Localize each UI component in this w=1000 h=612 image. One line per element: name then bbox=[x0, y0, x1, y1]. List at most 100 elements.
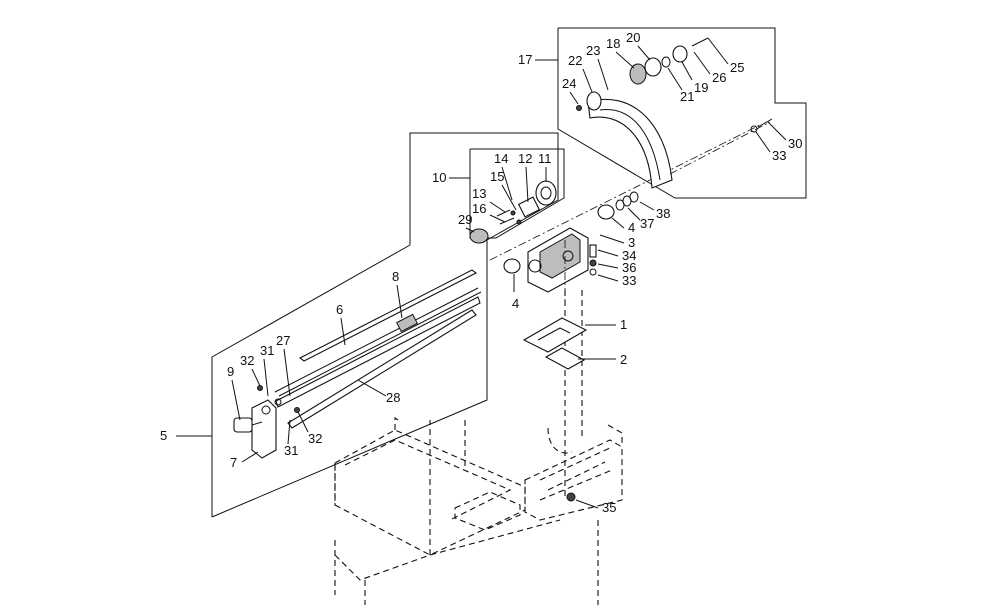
part-8-leadscrew bbox=[274, 287, 482, 397]
leader-line-c24 bbox=[569, 91, 579, 105]
callout-c1: 1 bbox=[620, 317, 627, 332]
leader-line-c35 bbox=[575, 499, 599, 509]
group-10-outline bbox=[469, 148, 565, 239]
callout-c7: 7 bbox=[230, 455, 237, 470]
callout-c16: 16 bbox=[472, 201, 486, 216]
leader-line-c20 bbox=[637, 45, 651, 61]
callout-c30: 30 bbox=[788, 136, 802, 151]
callout-c21: 21 bbox=[680, 89, 694, 104]
leader-line-c29 bbox=[465, 227, 475, 233]
callout-c2: 2 bbox=[620, 352, 627, 367]
part-12-shaft bbox=[517, 196, 541, 218]
callout-c18: 18 bbox=[606, 36, 620, 51]
callout-c6: 6 bbox=[336, 302, 343, 317]
part-7-bracket bbox=[251, 399, 277, 459]
part-9-knob bbox=[233, 417, 263, 433]
parts-13-16-fasteners bbox=[496, 209, 522, 225]
leader-line-c33b bbox=[755, 131, 771, 153]
callout-c11: 11 bbox=[538, 151, 552, 166]
leader-line-c38 bbox=[639, 201, 655, 211]
parts-18-21-knob-assembly bbox=[629, 37, 709, 85]
callout-c13: 13 bbox=[472, 186, 486, 201]
leader-line-c21 bbox=[667, 67, 683, 91]
leader-line-c32b bbox=[297, 411, 309, 433]
leader-line-c19 bbox=[681, 61, 693, 81]
callout-c14: 14 bbox=[494, 151, 508, 166]
callout-c32a: 32 bbox=[240, 353, 254, 368]
leader-line-c15 bbox=[501, 184, 517, 211]
callout-c5: 5 bbox=[160, 428, 167, 443]
callout-c37: 37 bbox=[640, 216, 654, 231]
leader-line-c3 bbox=[599, 234, 625, 244]
leader-line-c27 bbox=[283, 348, 291, 397]
leader-line-c31a bbox=[263, 358, 269, 397]
leader-line-c33a bbox=[597, 274, 619, 282]
leader-line-c12 bbox=[525, 166, 529, 203]
callout-c29: 29 bbox=[458, 212, 472, 227]
callout-c31a: 31 bbox=[260, 343, 274, 358]
leader-line-c34 bbox=[597, 249, 619, 257]
part-29-spring bbox=[469, 228, 489, 244]
parts-33-34-36-bolt bbox=[589, 244, 597, 276]
callout-c23: 23 bbox=[586, 43, 600, 58]
callout-c32b: 32 bbox=[308, 431, 322, 446]
leader-line-c16 bbox=[489, 214, 506, 223]
leader-line-c9 bbox=[231, 379, 241, 421]
leader-line-c4b bbox=[611, 217, 625, 229]
part-28-tube bbox=[287, 309, 477, 429]
part-22-cap bbox=[586, 91, 602, 111]
part-23-guard-arm bbox=[587, 98, 673, 189]
leader-line-c6 bbox=[340, 317, 346, 346]
callout-c4a: 4 bbox=[512, 296, 519, 311]
callout-c24: 24 bbox=[562, 76, 576, 91]
callout-c35: 35 bbox=[602, 500, 616, 515]
machine-cabinet bbox=[334, 290, 623, 605]
leader-line-c31b bbox=[287, 419, 291, 445]
leader-line-c14 bbox=[501, 166, 513, 201]
callout-c19: 19 bbox=[694, 80, 708, 95]
part-11-housing bbox=[535, 180, 557, 206]
leader-line-c7 bbox=[241, 451, 259, 463]
leader-line-c23 bbox=[597, 58, 609, 91]
callout-c28: 28 bbox=[386, 390, 400, 405]
part-4-bushings bbox=[503, 204, 615, 274]
parts-37-38-washers bbox=[615, 191, 639, 211]
callout-c15: 15 bbox=[490, 169, 504, 184]
callout-c3: 3 bbox=[628, 235, 635, 250]
leader-line-c30 bbox=[767, 121, 787, 141]
callout-c33b: 33 bbox=[772, 148, 786, 163]
callout-c36: 36 bbox=[622, 260, 636, 275]
callout-c34: 34 bbox=[622, 248, 636, 263]
callout-c4b: 4 bbox=[628, 220, 635, 235]
part-3-carriage bbox=[527, 227, 589, 293]
callout-c38: 38 bbox=[656, 206, 670, 221]
leader-line-c28 bbox=[357, 379, 387, 397]
callout-labels: 1234456789101112131415161718192021222324… bbox=[160, 30, 802, 515]
leader-line-c22 bbox=[582, 68, 593, 93]
centerline bbox=[489, 124, 761, 300]
leader-line-c26 bbox=[693, 51, 711, 75]
callout-c12: 12 bbox=[518, 151, 532, 166]
callout-c31b: 31 bbox=[284, 443, 298, 458]
leader-line-c13 bbox=[489, 201, 506, 213]
callout-c27: 27 bbox=[276, 333, 290, 348]
leader-line-c18 bbox=[615, 51, 635, 69]
callout-c33a: 33 bbox=[622, 273, 636, 288]
leader-line-c37 bbox=[627, 207, 641, 221]
group-5-outline bbox=[211, 132, 559, 518]
leader-line-c8 bbox=[396, 284, 403, 319]
leader-line-c36 bbox=[597, 263, 619, 269]
callout-c22: 22 bbox=[568, 53, 582, 68]
part-2-plate bbox=[544, 347, 586, 370]
part-1-plate bbox=[522, 317, 588, 353]
leader-line-c25 bbox=[707, 37, 729, 65]
callout-c17: 17 bbox=[518, 52, 532, 67]
part-27-tube bbox=[275, 296, 481, 408]
leader-line-c32a bbox=[251, 368, 261, 387]
callout-c25: 25 bbox=[730, 60, 744, 75]
part-24-screw bbox=[576, 105, 582, 111]
callout-c8: 8 bbox=[392, 269, 399, 284]
group-17-outline bbox=[557, 27, 807, 199]
callout-c9: 9 bbox=[227, 364, 234, 379]
